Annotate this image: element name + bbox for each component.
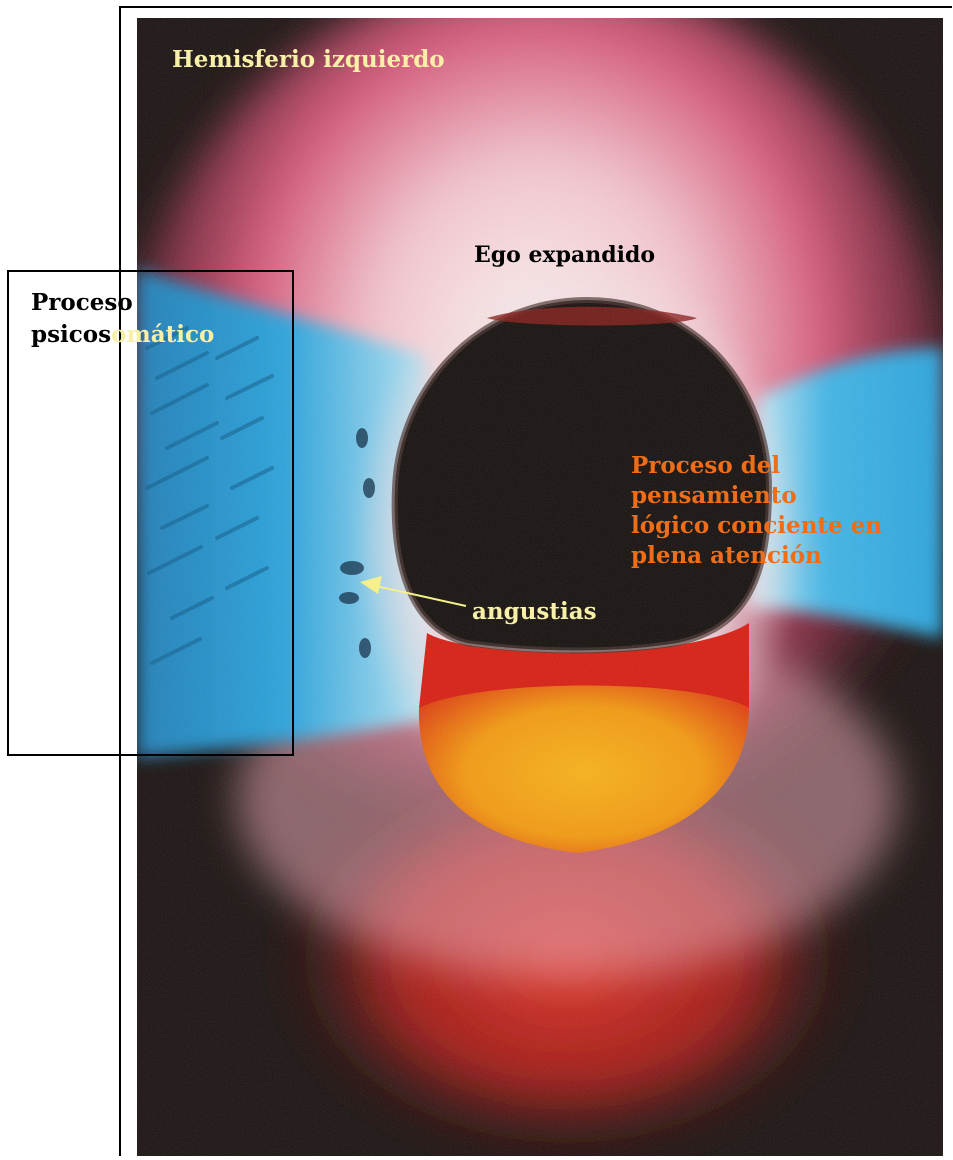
psicosomatico-line-1: Proceso: [31, 287, 214, 319]
pensamiento-line-4: plena atención: [631, 541, 931, 571]
psicosomatico-line-2: psicosomático: [31, 319, 214, 351]
hemisferio-label: Hemisferio izquierdo: [172, 46, 445, 73]
pensamiento-line-3: lógico conciente en: [631, 511, 931, 541]
pensamiento-line-1: Proceso del: [631, 451, 931, 481]
proceso-psicosomatico-label: Proceso psicosomático: [31, 287, 214, 351]
ego-expandido-label: Ego expandido: [474, 242, 655, 268]
angustias-label: angustias: [472, 598, 597, 625]
proceso-pensamiento-label: Proceso del pensamiento lógico conciente…: [631, 451, 931, 581]
pensamiento-line-2: pensamiento: [631, 481, 931, 511]
